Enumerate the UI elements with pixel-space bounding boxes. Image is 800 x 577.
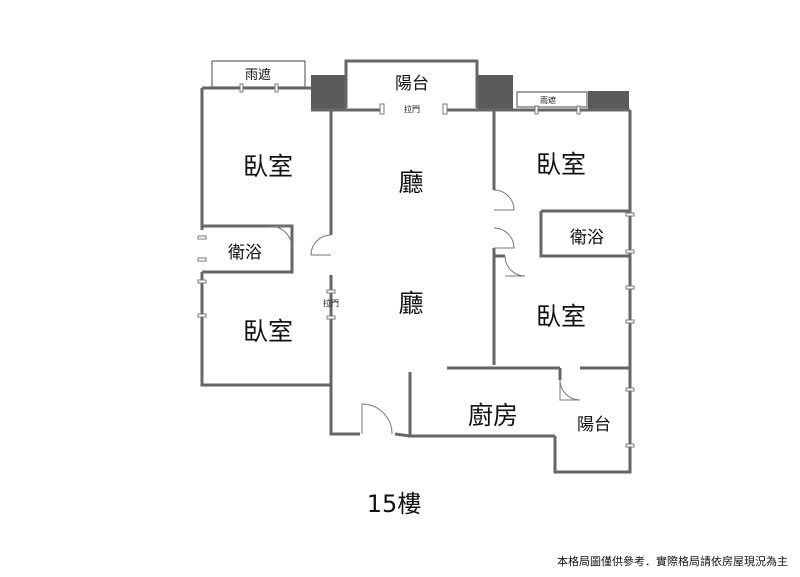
door-entry[interactable] [361,403,393,435]
bath-left-label: 衛浴 [228,243,262,263]
window-bedroom-top-right [534,105,539,115]
bedroom-bottom-left-label: 臥室 [243,317,293,346]
window-left-4 [197,313,207,318]
bedroom-bottom-right-label: 臥室 [536,302,586,331]
balcony-top-walls [344,59,479,108]
canopy-right-outline [516,91,588,108]
window-sliding-top-1 [379,103,385,115]
pillar-right [588,91,629,111]
wall-bottom-entry [394,432,411,438]
living-top-label: 廳 [398,168,423,197]
sliding-door-top-label: 拉門 [404,104,420,114]
window-left-1 [197,235,207,240]
window-bedroom-top-left [239,83,244,93]
kitchen-label: 廚房 [468,401,518,430]
window-right-5 [625,387,635,392]
window-bedroom-top-right-2 [576,105,581,115]
window-mid-2 [326,315,336,320]
door-bedroom-right-bottom[interactable] [504,255,526,277]
wall-bath-right [494,209,630,258]
door-bath-left[interactable] [269,225,293,249]
window-right-2 [625,249,635,254]
wall-left-vertical [329,110,360,436]
window-right-3 [625,285,635,290]
top-wall-left [202,86,331,112]
canopy-right-label: 雨遮 [540,95,556,105]
bath-right-label: 衛浴 [570,228,604,248]
canopy-left-label: 雨遮 [245,67,271,83]
wall-kitchen-right [558,366,630,380]
balcony-right-label: 陽台 [577,415,611,435]
pillar-center-right [477,75,513,110]
disclaimer-text: 本格局圖僅供參考．實際格局請依房屋現況為主 [557,555,788,568]
bedroom-top-right-label: 臥室 [536,150,586,179]
outer-wall-right [553,110,632,474]
window-right-6 [625,443,635,448]
bedroom-top-left-label: 臥室 [243,152,293,181]
sliding-door-mid-label: 拉門 [323,298,339,308]
door-living-left[interactable] [310,234,332,256]
window-left-3 [197,279,207,284]
door-balcony-right[interactable] [559,379,581,401]
window-left-2 [197,257,207,262]
pillar-left [311,75,346,110]
window-mid-1 [326,289,336,294]
floor-label: 15樓 [367,490,422,518]
balcony-top-label: 陽台 [395,74,429,94]
window-bedroom-top-left-2 [274,83,279,93]
door-bedroom-right-top[interactable] [493,189,515,211]
living-bottom-label: 廳 [398,289,423,318]
window-right-1 [625,212,635,217]
window-right-4 [625,319,635,324]
wall-bath-left [202,224,294,274]
outer-wall-left-bottom [200,272,331,387]
door-bath-right[interactable] [493,227,515,249]
window-sliding-top-2 [442,103,448,115]
